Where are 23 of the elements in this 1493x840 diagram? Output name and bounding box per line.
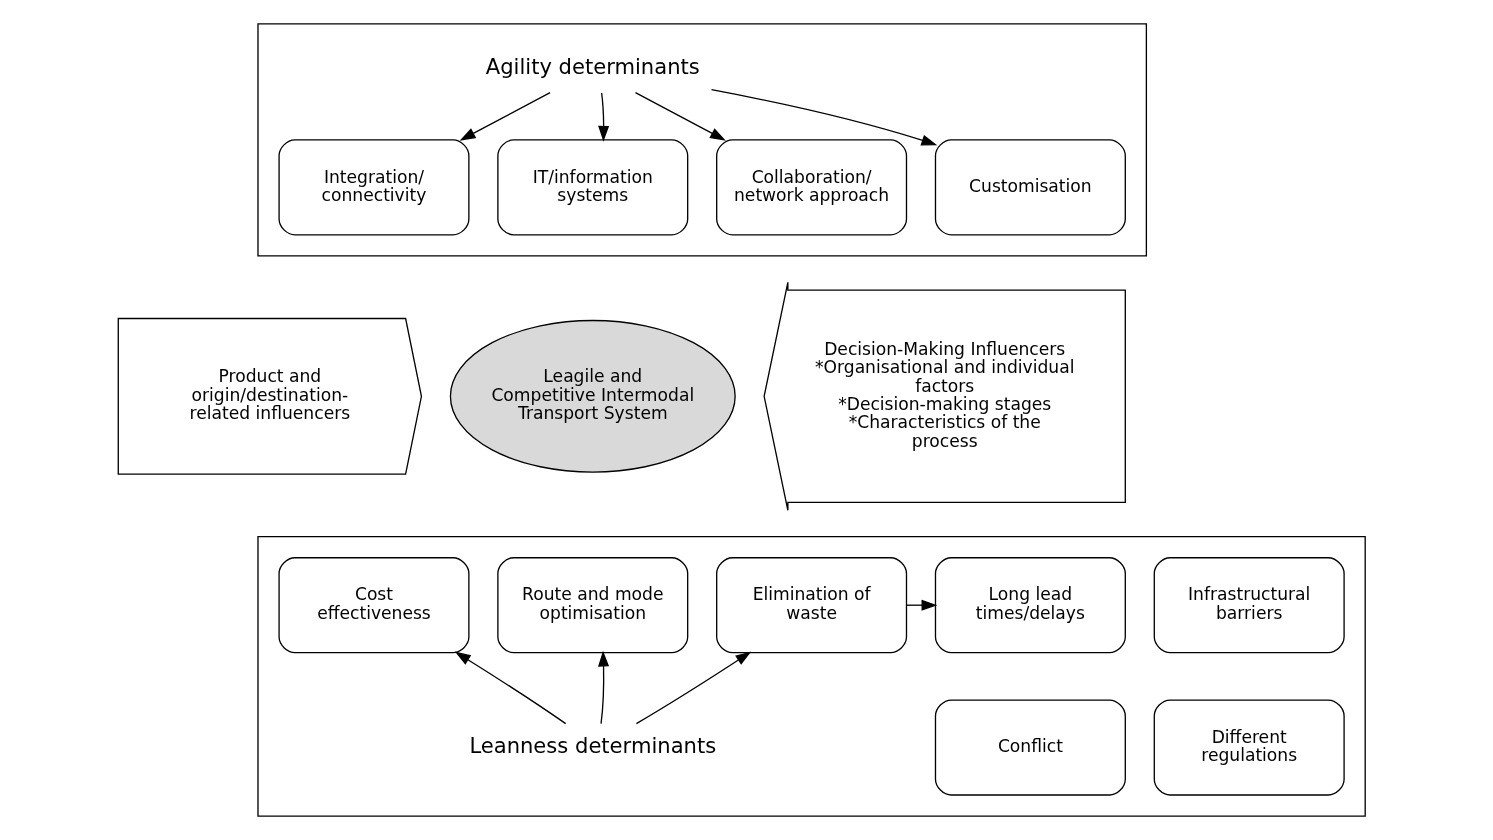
node-box: Customisation [934,139,1126,236]
arrow [635,651,751,725]
arrow [597,92,609,142]
node-box: Collaboration/ network approach [715,139,907,236]
node-box: Infrastructural barriers [1153,557,1345,654]
arrow [634,92,726,141]
cluster [256,23,1147,257]
node-box: Cost effectiveness [277,557,470,654]
node-text: Leanness determinants [468,732,716,758]
node-box: Elimination of waste [715,557,907,654]
node-box: Conflict [934,699,1126,796]
node-box: Different regulations [1153,699,1345,796]
cluster [256,536,1366,817]
node-box: Route and mode optimisation [496,557,688,654]
arrow [597,650,609,725]
node-text: Agility determinants [485,53,700,79]
arrow [710,89,937,146]
node-ellipse: Leagile and Competitive Intermodal Transport System [449,319,736,473]
arrow [454,651,566,725]
arrow [459,92,551,141]
node-box: Integration/ connectivity [277,139,470,236]
node-box: Long lead times/delays [934,557,1126,654]
node-box: IT/information systems [496,139,688,236]
